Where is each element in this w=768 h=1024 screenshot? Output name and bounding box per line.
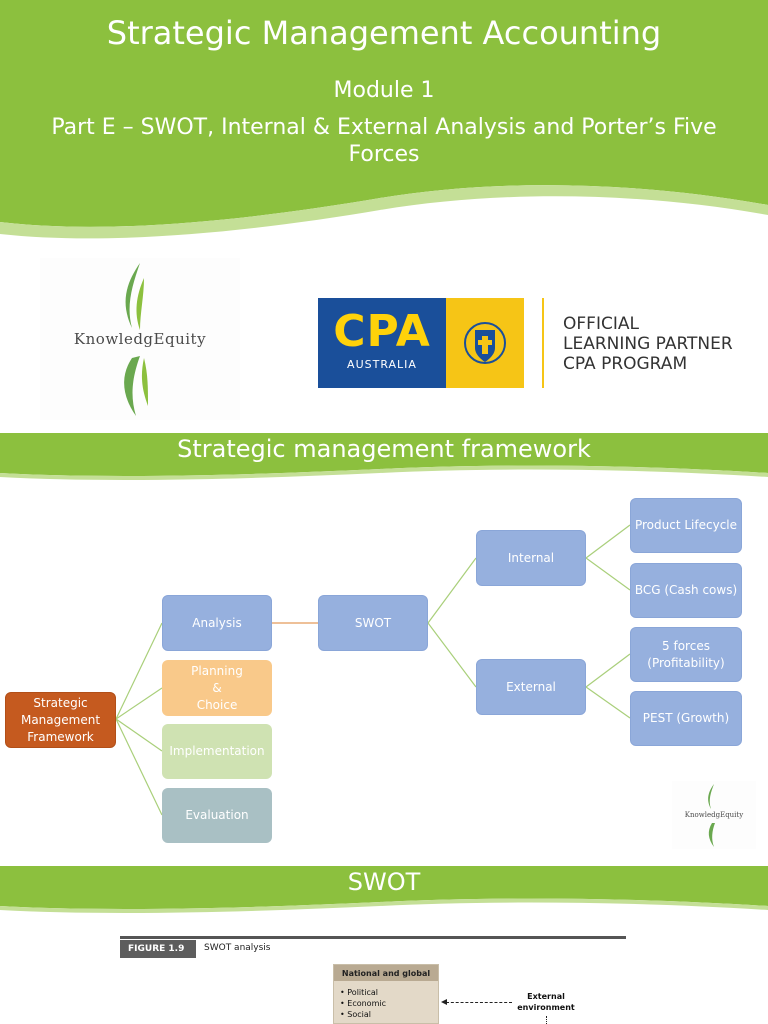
module-label: Module 1: [333, 78, 435, 103]
slide-title: Strategic Management Accounting: [106, 14, 662, 52]
node-external: External: [476, 659, 586, 715]
node-evaluation: Evaluation: [162, 788, 272, 843]
knowledgequity-wordmark: KnowledgEquity: [73, 330, 207, 348]
node-strategic-management-framework: Strategic Management Framework: [5, 692, 116, 748]
dotted-connector: [546, 1016, 547, 1024]
node-five-forces: 5 forces (Profitability): [630, 627, 742, 682]
cpa-crest-panel: [446, 298, 524, 388]
connector-lines: [115, 524, 631, 816]
cpa-wordmark: CPA: [333, 306, 431, 357]
framework-slide: Strategic management framework Strategic…: [0, 433, 768, 858]
figure-rule: [120, 936, 626, 939]
figure-title: SWOT analysis: [204, 943, 271, 953]
node-bcg: BCG (Cash cows): [630, 563, 742, 618]
dashed-connector: [446, 1002, 512, 1003]
node-product-lifecycle: Product Lifecycle: [630, 498, 742, 553]
cpa-australia-logo: CPA AUSTRALIA: [318, 298, 446, 388]
partner-line-1: OFFICIAL: [563, 314, 639, 334]
green-header-band: [0, 0, 768, 239]
leaf-icon: [708, 784, 715, 847]
national-global-header: National and global: [334, 965, 438, 981]
list-item: • Economic: [340, 999, 386, 1008]
slide-gap: [0, 858, 768, 866]
title-slide: Strategic Management Accounting Module 1…: [0, 0, 768, 425]
partner-line-3: CPA PROGRAM: [563, 354, 688, 374]
partner-line-2: LEARNING PARTNER: [563, 334, 733, 354]
national-global-box: National and global • Political • Econom…: [333, 964, 439, 1024]
knowledgequity-logo-small: KnowledgEquity: [672, 781, 756, 849]
divider: [542, 298, 544, 388]
slide-title: Strategic management framework: [177, 435, 591, 463]
node-internal: Internal: [476, 530, 586, 586]
list-item: • Political: [340, 988, 379, 997]
slide-gap: [0, 425, 768, 433]
node-analysis: Analysis: [162, 595, 272, 651]
cpa-australia-text: AUSTRALIA: [347, 358, 417, 371]
green-header-band: [0, 866, 768, 913]
crest-icon: [464, 322, 506, 364]
node-swot: SWOT: [318, 595, 428, 651]
knowledgequity-wordmark: KnowledgEquity: [684, 811, 744, 819]
node-planning-choice: Planning & Choice: [162, 660, 272, 716]
national-global-list: • Political • Economic • Social: [340, 987, 386, 1020]
list-item: • Social: [340, 1010, 371, 1019]
leaf-icon: [124, 263, 148, 416]
part-subtitle: Part E – SWOT, Internal & External Analy…: [51, 115, 717, 167]
slide-title: SWOT: [347, 868, 421, 896]
external-environment-label: External environment: [517, 992, 575, 1012]
figure-number: FIGURE 1.9: [120, 940, 196, 958]
arrow-left-icon: [441, 999, 447, 1005]
node-implementation: Implementation: [162, 724, 272, 779]
swot-slide: SWOT FIGURE 1.9 SWOT analysis National a…: [0, 866, 768, 1024]
knowledgequity-logo: KnowledgEquity: [40, 258, 240, 420]
node-pest: PEST (Growth): [630, 691, 742, 746]
green-header-band: [0, 433, 768, 480]
